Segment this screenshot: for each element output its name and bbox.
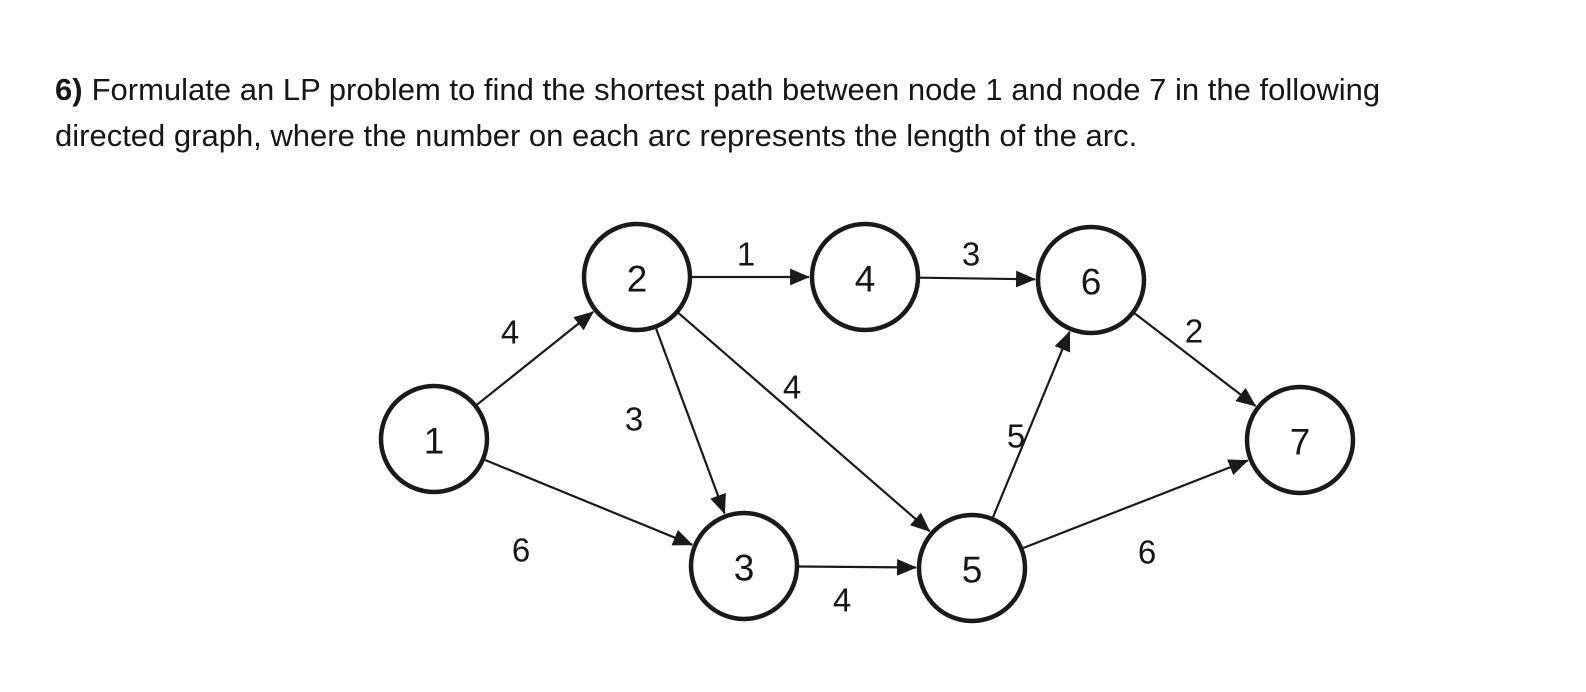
edge-weight-3-5: 4: [833, 582, 851, 619]
graph-node-label-4: 4: [855, 259, 876, 300]
edge-layer: [476, 268, 1257, 576]
graph-node-3: [688, 510, 800, 622]
edge-weight-6-7: 2: [1185, 313, 1203, 350]
edge-weight-2-5: 4: [783, 369, 801, 406]
graph-edge-1-2: [476, 311, 594, 406]
graph-edge-3-5: [798, 558, 917, 576]
edge-weight-layer: 4 6 1 3 4 3 4 5 2 6: [501, 236, 1203, 619]
graph-node-7: [1244, 384, 1356, 496]
graph-node-6: [1035, 224, 1147, 336]
graph-node-1: [378, 383, 490, 495]
graph-node-label-1: 1: [424, 421, 445, 462]
problem-text-line1: Formulate an LP problem to find the shor…: [91, 72, 1381, 107]
graph-edge-2-5: [677, 312, 931, 533]
graph-edge-4-6: [919, 270, 1036, 288]
graph-node-5: [916, 512, 1028, 624]
graph-node-label-3: 3: [734, 548, 755, 589]
graph-node-label-6: 6: [1081, 262, 1102, 303]
edge-weight-1-2: 4: [501, 314, 519, 351]
problem-number: 6): [55, 72, 83, 107]
graph-edge-5-7: [1022, 459, 1249, 550]
graph-edge-6-7: [1134, 312, 1257, 407]
edge-weight-1-3: 6: [512, 532, 530, 569]
graph-node-2: [581, 221, 693, 333]
edge-weight-2-3: 3: [625, 401, 643, 438]
edge-weight-2-4: 1: [737, 236, 755, 273]
graph-edge-5-6: [991, 330, 1071, 518]
graph-node-label-7: 7: [1290, 422, 1311, 463]
problem-text-line2: directed graph, where the number on each…: [55, 118, 1138, 153]
graph-edge-2-3: [655, 328, 726, 515]
edge-weight-5-7: 6: [1138, 534, 1156, 571]
problem-statement: 6)Formulate an LP problem to find the sh…: [55, 67, 1535, 159]
graph-node-label-2: 2: [627, 259, 648, 300]
edge-weight-5-6: 5: [1007, 418, 1025, 455]
graph-node-label-5: 5: [962, 550, 983, 591]
edge-weight-4-6: 3: [962, 236, 980, 273]
graph-node-4: [809, 221, 921, 333]
graph-edge-1-3: [484, 458, 694, 546]
node-layer: 1 2 3 4 5 6 7: [378, 221, 1356, 624]
